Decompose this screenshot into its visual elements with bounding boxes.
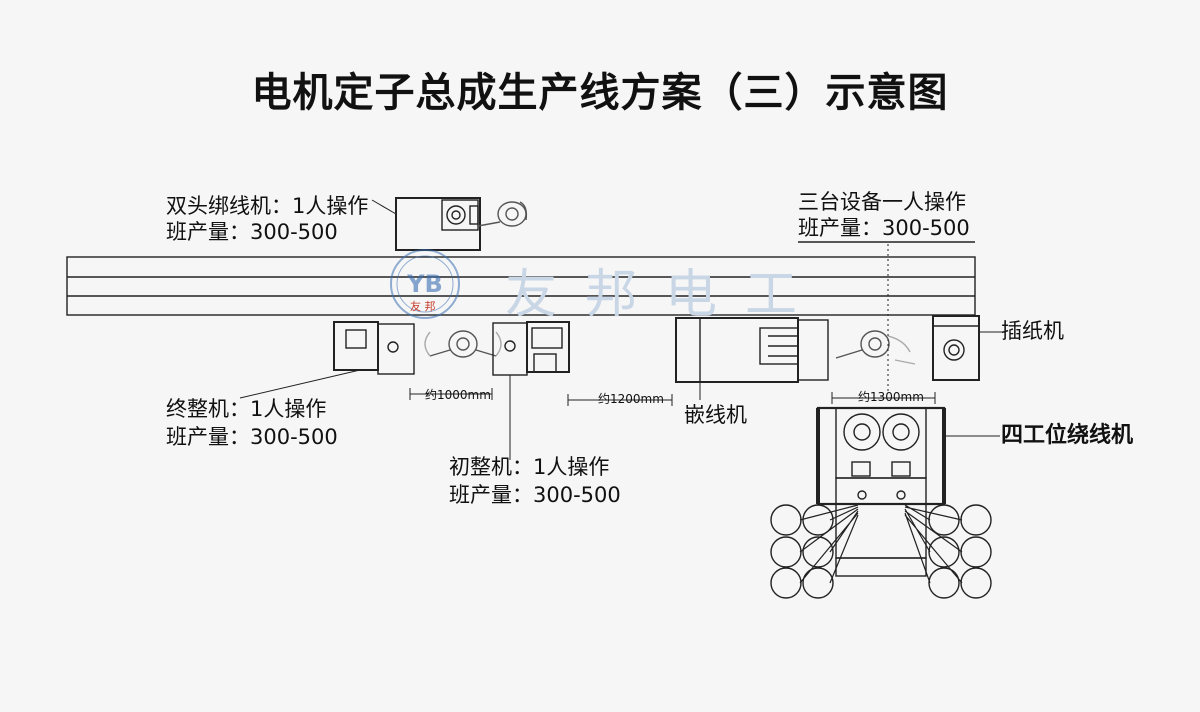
- operator-icon: [477, 201, 528, 227]
- binding-machine-output: 班产量：300-500: [166, 220, 338, 244]
- dimension-1200-label: 约1200mm: [598, 392, 664, 406]
- dimension-1300: [831, 392, 936, 404]
- insert-line-machine: [675, 317, 829, 400]
- paper-insertion-machine: [932, 315, 1002, 381]
- winding-machine: [770, 406, 1000, 599]
- watermark-logo-text: 友 邦: [410, 300, 436, 313]
- paper-insertion-label: 插纸机: [1001, 319, 1064, 343]
- three-machines-name: 三台设备一人操作: [798, 190, 966, 214]
- dimension-1300-label: 约1300mm: [858, 390, 924, 404]
- three-machines-output: 班产量：300-500: [798, 216, 970, 240]
- final-shaping-machine: [239, 321, 415, 399]
- watermark-text: 友邦电工: [505, 265, 826, 325]
- binding-machine: [371, 197, 481, 251]
- winding-machine-label: 四工位绕线机: [1001, 423, 1134, 448]
- operator-icon: [424, 330, 502, 358]
- logo-mark: YB: [406, 270, 443, 298]
- dimension-1200: [567, 394, 673, 406]
- watermark-logo: [390, 249, 460, 319]
- dimension-1000-label: 约1000mm: [425, 388, 491, 402]
- conveyor-line: [66, 256, 976, 316]
- final-shaping-output: 班产量：300-500: [166, 425, 338, 449]
- binding-machine-name: 双头绑线机：1人操作: [166, 194, 369, 218]
- final-shaping-name: 终整机：1人操作: [166, 397, 327, 421]
- page-title: 电机定子总成生产线方案（三）示意图: [251, 70, 949, 116]
- initial-shaping-output: 班产量：300-500: [449, 483, 621, 507]
- initial-shaping-machine: [492, 321, 570, 460]
- dimension-1000: [409, 388, 493, 400]
- operator-icon: [835, 330, 916, 365]
- insert-line-machine-label: 嵌线机: [684, 403, 747, 427]
- initial-shaping-name: 初整机：1人操作: [449, 455, 610, 479]
